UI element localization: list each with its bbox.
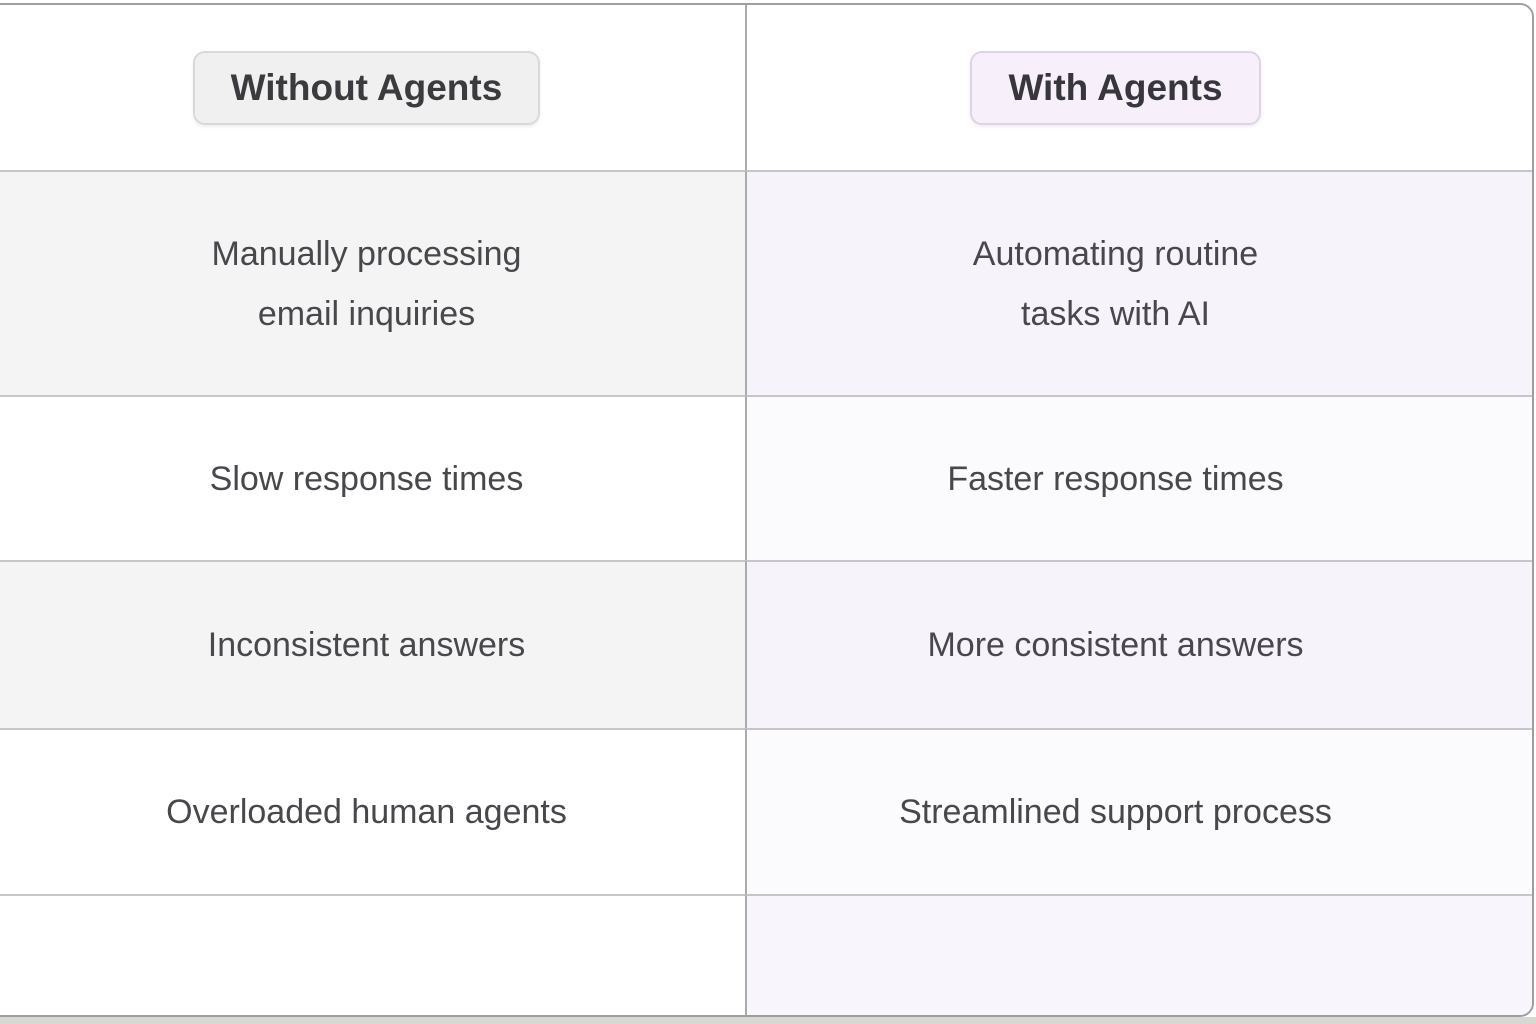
cell-with-row-2: Faster response times [745,395,1532,560]
cell-with-row-4: Streamlined support process [745,728,1532,894]
column-header-without-agents: Without Agents [0,5,745,170]
cell-with-row-5 [745,894,1532,1015]
page-background-strip [0,1017,1536,1024]
cell-without-row-3: Inconsistent answers [0,560,745,728]
cell-without-row-5 [0,894,745,1015]
comparison-table: Without Agents With Agents Manually proc… [0,3,1534,1017]
cell-without-row-2: Slow response times [0,395,745,560]
column-header-with-agents: With Agents [745,5,1532,170]
without-agents-badge: Without Agents [192,50,541,125]
cell-without-row-1: Manually processing email inquiries [0,170,745,395]
cell-with-row-3: More consistent answers [745,560,1532,728]
with-agents-badge: With Agents [970,50,1261,125]
cell-without-row-4: Overloaded human agents [0,728,745,894]
cell-with-row-1: Automating routine tasks with AI [745,170,1532,395]
